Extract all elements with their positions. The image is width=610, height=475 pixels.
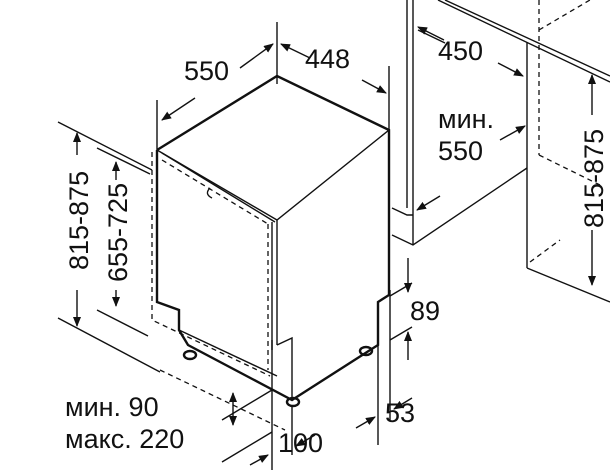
door-height-label: 655-725 <box>103 183 133 282</box>
height-label: 815-875 <box>64 171 94 270</box>
foot-icon <box>182 349 198 361</box>
plinth-dimension-lines <box>159 258 413 470</box>
door-handle-icon <box>206 187 213 199</box>
niche-depth-min-label: мин. <box>438 104 494 134</box>
leg-offset-label: 53 <box>385 398 415 428</box>
top-dimension-lines <box>156 22 390 165</box>
dishwasher-body <box>151 74 391 402</box>
foot-icon <box>358 345 374 357</box>
niche-height-label: 815-875 <box>579 129 609 228</box>
foot-icon <box>285 396 301 408</box>
plinth-depth-label: 100 <box>278 428 323 458</box>
leveling-feet <box>182 345 374 408</box>
plinth-label: 89 <box>410 296 440 326</box>
plinth-min-label: мин. 90 <box>65 392 159 422</box>
kitchen-cabinet <box>391 0 610 303</box>
niche-depth-value: 550 <box>438 136 483 166</box>
depth-label: 550 <box>184 56 229 86</box>
cabinet-depth-label: 450 <box>438 36 483 66</box>
plinth-max-label: макс. 220 <box>65 424 184 454</box>
width-label: 448 <box>305 44 350 74</box>
height-dimension-lines <box>57 121 161 373</box>
